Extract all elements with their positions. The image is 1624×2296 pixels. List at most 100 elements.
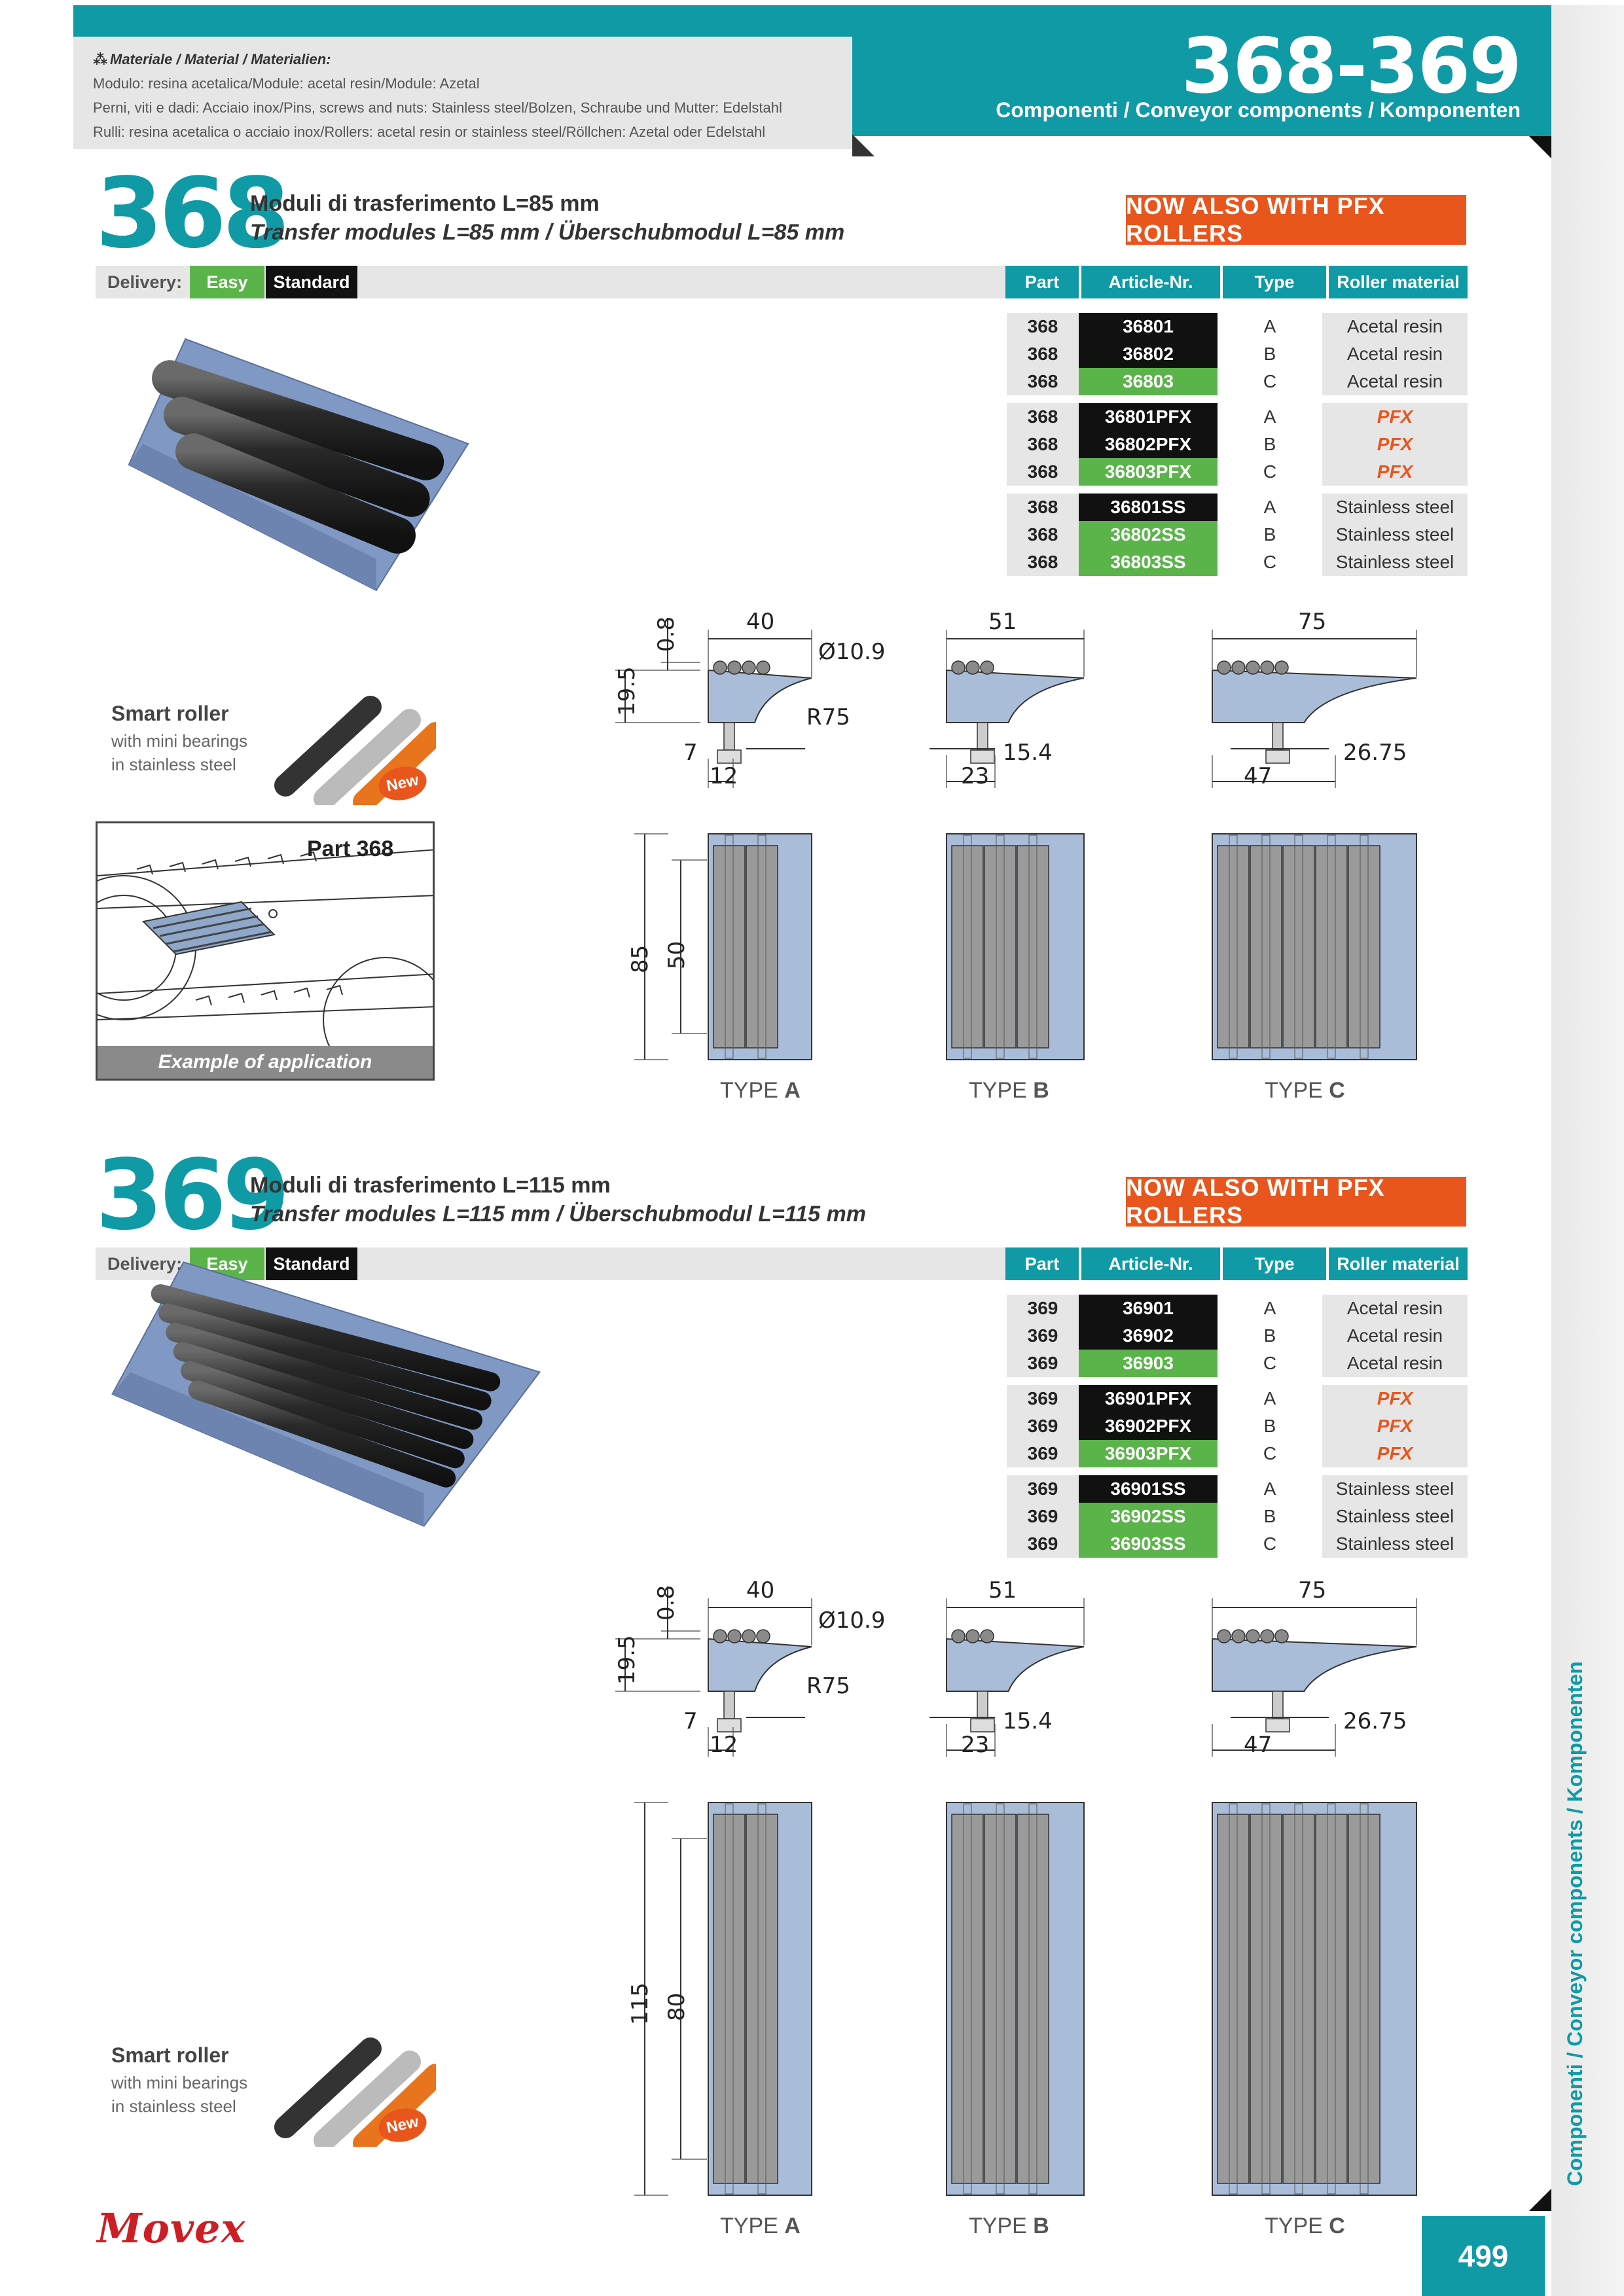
part-cell: 368 [1007, 493, 1079, 521]
type-label: TYPE C [1265, 1078, 1345, 1103]
material-cell: Acetal resin [1322, 313, 1468, 340]
dimension-label: 12 [710, 763, 738, 789]
table-row: 368 36801SS A Stainless steel [1007, 493, 1468, 521]
type-cell: C [1263, 1353, 1277, 1373]
type-letter: A [784, 2214, 801, 2238]
type-cell: A [1263, 1298, 1276, 1318]
materials-icon: ⁂ [93, 51, 108, 67]
column-header-roller: Roller material [1329, 266, 1468, 298]
part-cell: 369 [1007, 1440, 1079, 1467]
type-letter: C [1329, 2214, 1345, 2238]
type-cell: B [1263, 434, 1276, 454]
dimension-label: Ø10.9 [818, 639, 886, 665]
article-cell: 36902PFX [1079, 1412, 1218, 1440]
table-row: 368 36802SS B Stainless steel [1007, 521, 1468, 548]
type-cell: C [1263, 461, 1277, 482]
dimension-label: 0.8 [653, 616, 679, 652]
dimension-label: 15.4 [1003, 1708, 1053, 1734]
type-cell: B [1263, 1416, 1276, 1436]
type-prefix: TYPE [969, 1078, 1027, 1103]
module-368-image [128, 338, 469, 592]
dimension-label: Ø10.9 [818, 1607, 886, 1634]
dimension-label: 75 [1298, 609, 1327, 635]
dimension-label: 50 [664, 941, 690, 969]
fold-corner [852, 134, 875, 156]
table-row: 368 36801PFX A PFX [1007, 403, 1468, 431]
section-title: Moduli di trasferimento L=85 mm [250, 191, 600, 216]
dimension-label: 15.4 [1003, 740, 1053, 766]
section-subtitle: Transfer modules L=85 mm / Überschubmodu… [250, 220, 845, 245]
dimension-label: R75 [806, 704, 850, 730]
article-cell: 36903PFX [1079, 1440, 1218, 1467]
module-369-image [111, 1261, 541, 1527]
type-prefix: TYPE [1265, 2214, 1323, 2238]
dimension-label: 26.75 [1343, 1708, 1407, 1734]
part-cell: 368 [1007, 521, 1079, 548]
column-header-type: Type [1223, 1247, 1326, 1280]
article-table: 369 36901 A Acetal resin 369 36902 B Ace… [1007, 1295, 1468, 1558]
part-cell: 369 [1007, 1503, 1079, 1530]
part-cell: 369 [1007, 1322, 1079, 1350]
material-cell: Stainless steel [1322, 1503, 1468, 1530]
part-cell: 368 [1007, 313, 1079, 340]
dimension-label: 40 [746, 609, 775, 635]
delivery-label: Delivery: [107, 1254, 183, 1274]
table-row: 369 36902PFX B PFX [1007, 1412, 1468, 1440]
type-cell: B [1263, 1506, 1276, 1526]
article-table: 368 36801 A Acetal resin 368 36802 B Ace… [1007, 313, 1468, 576]
type-cell: A [1263, 1479, 1276, 1499]
application-drawing [98, 849, 433, 1079]
material-cell: Acetal resin [1322, 1350, 1468, 1377]
material-cell: Acetal resin [1322, 1295, 1468, 1322]
type-cell: C [1263, 371, 1277, 391]
pfx-banner: NOW ALSO WITH PFX ROLLERS [1126, 192, 1466, 247]
smart-roller-line2: in stainless steel [111, 755, 236, 774]
dimension-label: 47 [1244, 763, 1272, 789]
materials-title: Materiale / Material / Materialien: [110, 51, 331, 67]
section-title: Moduli di trasferimento L=115 mm [250, 1173, 611, 1198]
application-label: Part 368 [307, 836, 394, 861]
part-cell: 368 [1007, 340, 1079, 368]
section-number: 369 [96, 1139, 290, 1251]
table-row: 369 36902SS B Stainless steel [1007, 1503, 1468, 1530]
type-prefix: TYPE [720, 1078, 778, 1103]
article-cell: 36801SS [1079, 493, 1218, 521]
column-header-type: Type [1223, 266, 1326, 298]
type-prefix: TYPE [720, 2214, 778, 2238]
dimension-label: 75 [1298, 1577, 1327, 1604]
dimension-label: 7 [683, 1708, 698, 1734]
type-label: TYPE C [1265, 2214, 1345, 2239]
material-cell: Acetal resin [1322, 340, 1468, 368]
article-cell: 36802SS [1079, 521, 1218, 548]
material-cell: Stainless steel [1322, 493, 1468, 521]
type-cell: C [1263, 1443, 1277, 1463]
dimension-label: 19.5 [614, 666, 640, 716]
side-strip [1551, 5, 1624, 2296]
table-row: 369 36903PFX C PFX [1007, 1440, 1468, 1467]
dimension-label: 85 [627, 944, 653, 973]
type-label: TYPE A [720, 1078, 801, 1103]
dimension-label: 0.8 [653, 1585, 679, 1621]
table-row: 368 36802 B Acetal resin [1007, 340, 1468, 368]
table-row: 369 36901 A Acetal resin [1007, 1295, 1468, 1322]
column-header-part: Part [1005, 266, 1079, 298]
delivery-standard-tag: Standard [266, 1247, 357, 1280]
material-cell: PFX [1322, 403, 1468, 431]
table-row: 368 36803SS C Stainless steel [1007, 548, 1468, 576]
table-row: 368 36802PFX B PFX [1007, 431, 1468, 458]
type-letter: C [1329, 1078, 1345, 1103]
article-cell: 36802PFX [1079, 431, 1218, 458]
part-cell: 368 [1007, 403, 1079, 431]
type-cell: B [1263, 1325, 1276, 1346]
application-caption: Example of application [98, 1046, 433, 1079]
table-row: 368 36803PFX C PFX [1007, 458, 1468, 486]
part-cell: 369 [1007, 1350, 1079, 1377]
material-cell: Acetal resin [1322, 368, 1468, 395]
article-cell: 36803SS [1079, 548, 1218, 576]
part-cell: 369 [1007, 1412, 1079, 1440]
materials-box: ⁂Materiale / Material / Materialien: Mod… [73, 37, 852, 149]
type-cell: A [1263, 316, 1276, 336]
movex-logo: Movex [97, 2204, 246, 2252]
